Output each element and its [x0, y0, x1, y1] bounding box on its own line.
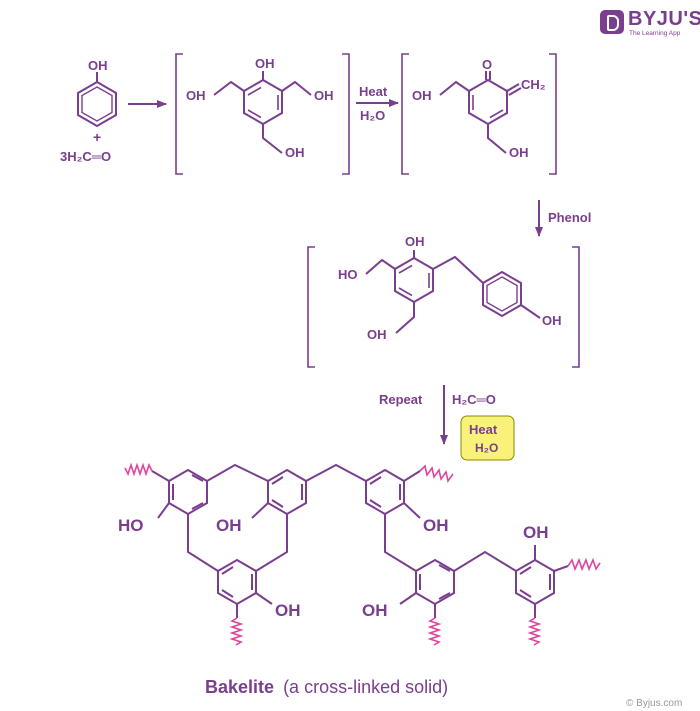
- reactants: OH + 3H₂C═O: [60, 58, 117, 164]
- int3-top-oh: OH: [405, 234, 425, 249]
- bakelite-network: [124, 462, 601, 646]
- bakelite-oh-6: OH: [523, 523, 549, 542]
- bracket-right-3: [572, 246, 580, 368]
- chain-end-6: [527, 617, 542, 646]
- chain-end-5: [567, 557, 601, 572]
- bakelite-caption-bold: Bakelite: [205, 677, 274, 697]
- formaldehyde-label: 3H₂C═O: [60, 149, 111, 164]
- int2-carbonyl-o: O: [482, 57, 492, 72]
- bakelite-oh-3: OH: [423, 516, 449, 535]
- byjus-logo: BYJU'S The Learning App: [600, 8, 700, 40]
- bracket-right-1: [342, 53, 350, 175]
- brand-name: BYJU'S: [628, 8, 700, 30]
- phenol-oh-label: OH: [88, 58, 108, 73]
- bakelite-caption: Bakelite (a cross-linked solid): [205, 677, 448, 697]
- bakelite-oh-2: OH: [216, 516, 242, 535]
- int3-para-oh: OH: [542, 313, 562, 328]
- int1-left-oh: OH: [186, 88, 206, 103]
- byjus-logo-icon: [600, 10, 624, 34]
- step2-phenol-label: Phenol: [548, 210, 591, 225]
- int3-left-ho: HO: [338, 267, 358, 282]
- chain-end-3: [229, 617, 244, 646]
- bracket-left-3: [307, 246, 315, 368]
- bakelite-oh-5: OH: [362, 601, 388, 620]
- chain-end-4: [427, 617, 442, 646]
- int3-bottom-oh: OH: [367, 327, 387, 342]
- step1-heat-label: Heat: [359, 84, 388, 99]
- step1-water-label: H₂O: [360, 108, 385, 123]
- chain-end-1: [124, 462, 153, 477]
- int2-bottom-oh: OH: [509, 145, 529, 160]
- plus-sign: +: [93, 129, 101, 145]
- intermediate-trimethylol-phenol: [175, 53, 350, 175]
- bracket-right-2: [549, 53, 557, 175]
- intermediate-quinone-methide: [401, 53, 557, 175]
- step3-condition-highlight: [460, 415, 515, 461]
- int1-top-oh: OH: [255, 56, 275, 71]
- int1-bottom-oh: OH: [285, 145, 305, 160]
- brand-tagline: The Learning App: [629, 30, 681, 37]
- bakelite-caption-rest: (a cross-linked solid): [283, 677, 448, 697]
- step3-heat-label: Heat: [469, 422, 498, 437]
- int1-right-oh: OH: [314, 88, 334, 103]
- chain-end-2: [419, 464, 454, 483]
- int2-left-oh: OH: [412, 88, 432, 103]
- step3-formaldehyde-label: H₂C═O: [452, 392, 496, 407]
- step3-water-label: H₂O: [475, 441, 498, 455]
- bakelite-oh-1: HO: [118, 516, 144, 535]
- int2-methylene: CH₂: [521, 77, 546, 92]
- bakelite-oh-4: OH: [275, 601, 301, 620]
- step3-repeat-label: Repeat: [379, 392, 423, 407]
- bracket-left-2: [401, 53, 409, 175]
- copyright-notice: © Byjus.com: [626, 698, 682, 709]
- intermediate-dimer: [307, 246, 580, 368]
- phenol-structure: [77, 72, 117, 128]
- bracket-left-1: [175, 53, 183, 175]
